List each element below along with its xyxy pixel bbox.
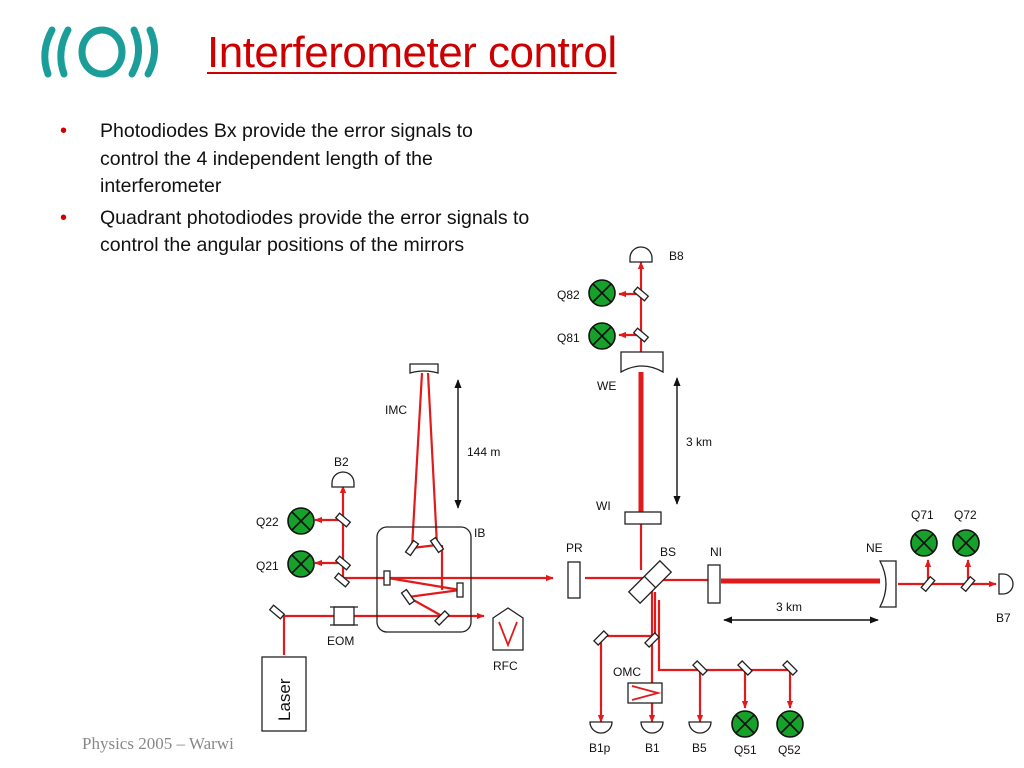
label-b1: B1 bbox=[645, 741, 660, 755]
label-wi: WI bbox=[596, 499, 611, 513]
label-omc: OMC bbox=[613, 665, 641, 679]
label-b8: B8 bbox=[669, 249, 684, 263]
label-bs: BS bbox=[660, 545, 676, 559]
virgo-logo bbox=[41, 26, 158, 78]
quadrant-diode-icon bbox=[287, 507, 315, 535]
label-q72: Q72 bbox=[954, 508, 977, 522]
label-ne: NE bbox=[866, 541, 883, 555]
bullet-icon: • bbox=[60, 206, 68, 229]
label-b2: B2 bbox=[334, 455, 349, 469]
quadrant-diode-icon bbox=[776, 710, 804, 738]
quadrant-diode-icon bbox=[588, 322, 616, 350]
label-we: WE bbox=[597, 379, 616, 393]
label-q81: Q81 bbox=[557, 331, 580, 345]
quadrant-diode-icon bbox=[588, 279, 616, 307]
dimension-arrows bbox=[454, 377, 879, 624]
quadrant-diode-icon bbox=[287, 550, 315, 578]
optics bbox=[261, 246, 1014, 734]
label-imc: IMC bbox=[385, 403, 407, 417]
bullet-icon: • bbox=[60, 120, 68, 142]
label-b5: B5 bbox=[692, 741, 707, 755]
label-q22: Q22 bbox=[256, 515, 279, 529]
label-imc-length: 144 m bbox=[467, 445, 500, 459]
label-arm-north: 3 km bbox=[776, 600, 802, 614]
slide-title: Interferometer control bbox=[207, 28, 617, 77]
rfc-cavity-beam bbox=[498, 621, 518, 648]
label-q82: Q82 bbox=[557, 288, 580, 302]
label-q71: Q71 bbox=[911, 508, 934, 522]
label-eom: EOM bbox=[327, 634, 354, 648]
label-pr: PR bbox=[566, 541, 583, 555]
quadrant-diode-icon bbox=[910, 529, 938, 557]
label-q52: Q52 bbox=[778, 743, 801, 757]
omc-cavity-beam bbox=[631, 685, 662, 701]
bullet-item: • Quadrant photodiodes provide the error … bbox=[60, 205, 530, 260]
label-q21: Q21 bbox=[256, 559, 279, 573]
label-ib: IB bbox=[474, 526, 485, 540]
label-b7: B7 bbox=[996, 611, 1011, 625]
quadrant-diode-icon bbox=[731, 710, 759, 738]
footer-text: Physics 2005 – Warwi bbox=[82, 734, 234, 753]
label-arm-west: 3 km bbox=[686, 435, 712, 449]
quadrant-photodiodes bbox=[287, 279, 980, 738]
label-ni: NI bbox=[710, 545, 722, 559]
label-rfc: RFC bbox=[493, 659, 518, 673]
bullet-text: Photodiodes Bx provide the error signals… bbox=[100, 120, 473, 197]
bullet-list: • Photodiodes Bx provide the error signal… bbox=[60, 118, 530, 264]
bullet-text: Quadrant photodiodes provide the error s… bbox=[100, 206, 530, 257]
label-q51: Q51 bbox=[734, 743, 757, 757]
bullet-item: • Photodiodes Bx provide the error signal… bbox=[60, 118, 530, 201]
quadrant-diode-icon bbox=[952, 529, 980, 557]
label-laser: Laser bbox=[275, 678, 294, 721]
label-b1p: B1p bbox=[589, 741, 611, 755]
